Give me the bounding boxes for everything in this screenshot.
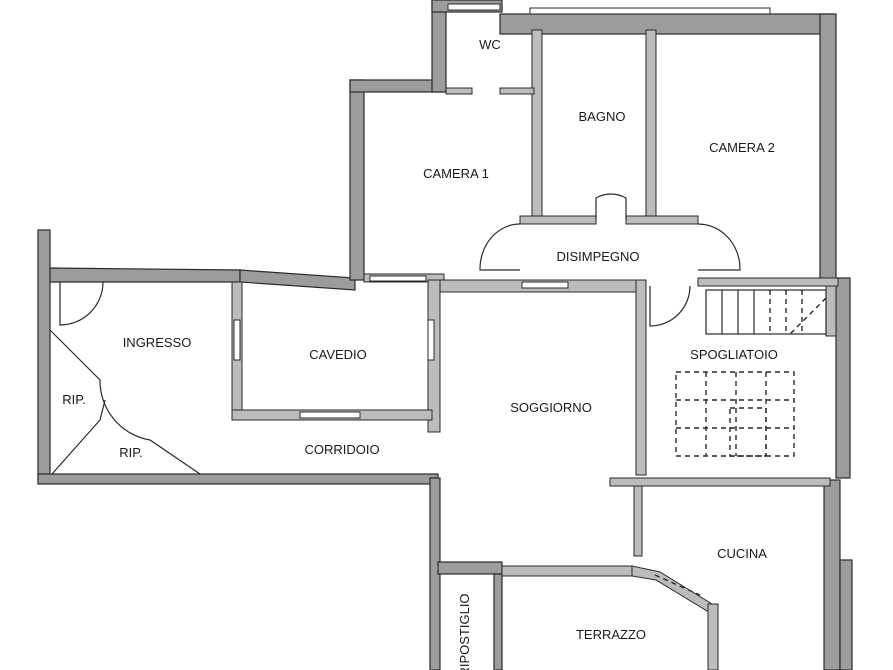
label-disimpegno: DISIMPEGNO xyxy=(556,249,639,264)
wall-ingresso-top xyxy=(49,267,241,283)
wall-corridor-bottom xyxy=(37,473,439,485)
label-wc: WC xyxy=(479,37,501,52)
label-cavedio: CAVEDIO xyxy=(309,347,367,362)
door-ripostiglio-curve xyxy=(49,329,201,475)
wall-terrazzo-right xyxy=(707,603,719,670)
label-rip-1: RIP. xyxy=(62,392,86,407)
wall-ripostiglio-top xyxy=(437,561,503,575)
wall-wc-bagno xyxy=(531,29,543,221)
wall-left-exterior xyxy=(37,229,51,481)
wall-camera1-top xyxy=(349,79,446,93)
label-corridoio: CORRIDOIO xyxy=(304,442,379,457)
window-wc xyxy=(447,3,501,11)
stair xyxy=(705,289,827,335)
wall-disimpegno-top-right xyxy=(625,215,699,225)
wall-cavedio-top xyxy=(239,269,356,291)
door-ripostiglio-diagonal xyxy=(51,399,106,475)
door-ingresso xyxy=(59,281,104,326)
wall-right-middle xyxy=(835,277,851,479)
label-soggiorno: SOGGIORNO xyxy=(510,400,592,415)
wall-camera1-left xyxy=(349,79,365,281)
door-disimpegno-left xyxy=(479,223,521,271)
window-camera1-bottom xyxy=(369,275,427,282)
wall-spogliatoio-bottom xyxy=(609,477,831,487)
exterior-walls xyxy=(37,0,853,670)
spogliatoio-grid xyxy=(675,371,795,457)
label-rip-2: RIP. xyxy=(119,445,143,460)
wall-right-upper xyxy=(819,13,837,285)
room-labels: WC BAGNO CAMERA 2 CAMERA 1 DISIMPEGNO IN… xyxy=(62,37,778,670)
wall-soggiorno-spogliatoio xyxy=(635,279,647,476)
grid-inner xyxy=(729,407,767,457)
wall-terrazzo-angle xyxy=(631,565,713,615)
window-cavedio-left xyxy=(233,319,241,361)
label-cucina: CUCINA xyxy=(717,546,767,561)
label-ingresso: INGRESSO xyxy=(123,335,192,350)
door-disimpegno-right xyxy=(697,223,741,271)
stair-diagonal xyxy=(789,297,827,335)
door-spogliatoio xyxy=(649,285,691,327)
window-soggiorno-top xyxy=(521,281,569,289)
label-spogliatoio: SPOGLIATOIO xyxy=(690,347,778,362)
wall-disimpegno-top-left xyxy=(519,215,597,225)
wall-soggiorno-cucina xyxy=(633,485,643,557)
wall-bagno-camera2 xyxy=(645,29,657,221)
door-bagno xyxy=(595,193,627,220)
wall-wc-bottom-left xyxy=(445,87,473,95)
window-cavedio-bottom xyxy=(299,411,361,419)
wall-right-bottom xyxy=(839,559,853,670)
label-camera2: CAMERA 2 xyxy=(709,140,775,155)
wall-right-lower xyxy=(823,479,841,670)
wall-wc-bottom-right xyxy=(499,87,535,95)
wall-ripostiglio-right xyxy=(493,573,503,670)
window-cavedio-right xyxy=(427,319,435,361)
doors xyxy=(49,193,741,596)
stair-outline xyxy=(705,289,827,335)
grid-outer xyxy=(675,371,795,457)
label-terrazzo: TERRAZZO xyxy=(576,627,646,642)
wall-stair-right xyxy=(825,285,837,337)
wall-spogliatoio-top xyxy=(697,277,839,287)
wall-terrazzo-top xyxy=(501,565,633,577)
label-ripostiglio: RIPOSTIGLIO xyxy=(457,593,472,670)
wall-top xyxy=(499,13,831,35)
windows xyxy=(233,3,771,419)
wall-wc-left xyxy=(431,0,447,93)
label-bagno: BAGNO xyxy=(579,109,626,124)
window-top xyxy=(529,7,771,15)
label-camera1: CAMERA 1 xyxy=(423,166,489,181)
